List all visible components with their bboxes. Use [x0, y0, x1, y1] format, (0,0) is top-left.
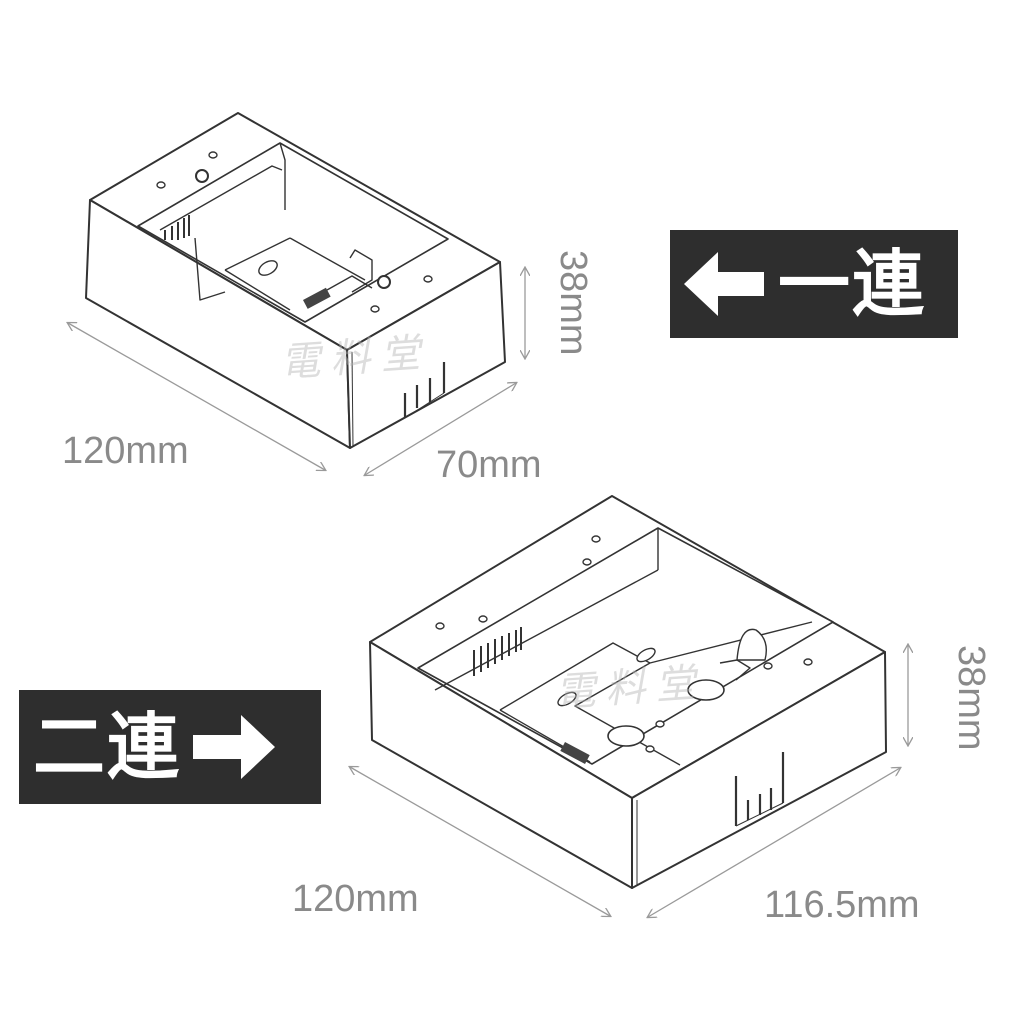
watermark-single: 電料堂 — [278, 329, 432, 387]
double-height-label: 38mm — [950, 645, 992, 751]
double-gang-label: 二連 — [33, 705, 182, 789]
double-gang-badge: 二連 — [19, 690, 321, 804]
single-width-label: 70mm — [436, 444, 542, 486]
watermark-double: 電料堂 — [553, 659, 707, 717]
single-box-dimension-lines — [68, 268, 525, 475]
single-gang-box-drawing — [85, 112, 506, 449]
single-gang-label: 一連 — [778, 242, 927, 326]
double-box-dimension-lines — [350, 645, 908, 917]
double-length-label: 120mm — [292, 878, 419, 920]
right-arrow-icon — [193, 715, 276, 779]
single-gang-badge: 一連 — [670, 230, 958, 338]
single-height-label: 38mm — [552, 250, 594, 356]
left-arrow-icon — [684, 252, 764, 316]
single-length-label: 120mm — [62, 430, 189, 472]
double-width-label: 116.5mm — [764, 884, 920, 926]
